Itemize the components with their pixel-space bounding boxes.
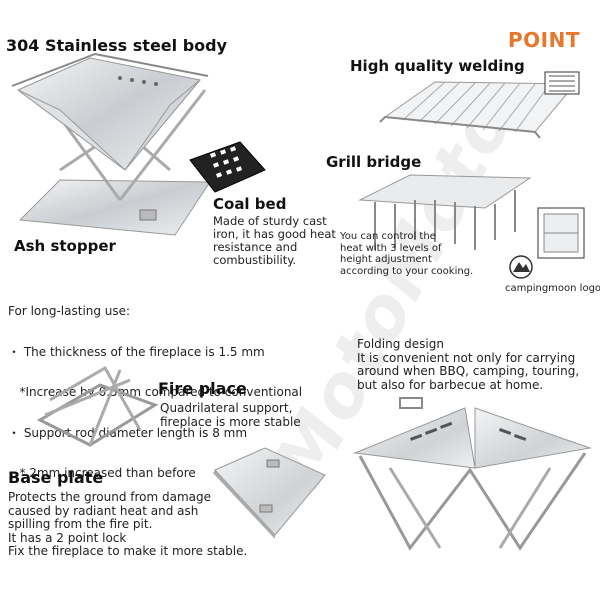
long-lasting-line: * 2mm increased than before <box>8 466 196 480</box>
fire-place-description: Quadrilateral support, fireplace is more… <box>160 401 301 429</box>
campingmoon-logo-icon <box>509 255 533 279</box>
fire-place-line: fireplace is more stable <box>160 414 301 429</box>
height-adjust-note: You can control the heat with 3 levels o… <box>340 231 473 277</box>
folding-line: It is convenient not only for carrying <box>357 350 576 365</box>
grill-net-illustration <box>379 71 580 139</box>
folding-line: Folding design <box>357 337 444 351</box>
folding-design-block: Folding design It is convenient not only… <box>357 337 580 392</box>
campingmoon-logo-label: campingmoon logo <box>505 283 600 294</box>
point-label: POINT <box>508 28 580 52</box>
height-note-line: height adjustment <box>340 254 432 265</box>
base-plate-illustration <box>213 447 326 539</box>
grill-bridge-title: Grill bridge <box>326 153 422 171</box>
base-plate-line: caused by radiant heat and ash <box>8 503 199 518</box>
coal-bed-description: Made of sturdy cast iron, it has good he… <box>213 215 336 267</box>
long-lasting-line: ・ The thickness of the fireplace is 1.5 … <box>8 344 265 359</box>
base-plate-line: Protects the ground from damage <box>8 490 212 504</box>
base-plate-line: It has a 2 point lock <box>8 530 127 545</box>
fire-place-frame-illustration <box>36 365 159 447</box>
coal-bed-line: Made of sturdy cast <box>213 214 327 228</box>
page-title: 304 Stainless steel body <box>6 36 228 55</box>
base-plate-description: Protects the ground from damage caused b… <box>8 490 248 559</box>
coal-bed-grate-icon <box>189 141 266 193</box>
coal-bed-line: resistance and <box>213 240 298 254</box>
folded-fire-pit-illustration <box>353 397 592 551</box>
long-lasting-intro: For long-lasting use: <box>8 304 131 318</box>
height-note-line: heat with 3 levels of <box>340 242 442 254</box>
ash-stopper-title: Ash stopper <box>14 237 116 255</box>
height-note-line: You can control the <box>340 231 436 242</box>
welding-title: High quality welding <box>350 57 525 75</box>
coal-bed-line: combustibility. <box>213 253 297 267</box>
folding-line: but also for barbecue at home. <box>357 377 544 392</box>
fire-pit-illustration <box>11 52 211 236</box>
grill-bridge-detail-icon <box>537 207 585 259</box>
long-lasting-block: For long-lasting use: ・ The thickness of… <box>8 278 302 494</box>
grill-bridge-illustration <box>358 174 532 250</box>
coal-bed-title: Coal bed <box>213 195 287 213</box>
base-plate-line: Fix the fireplace to make it more stable… <box>8 544 248 558</box>
base-plate-title: Base plate <box>8 468 104 487</box>
folding-line: around when BBQ, camping, touring, <box>357 364 580 378</box>
coal-bed-line: iron, it has good heat <box>213 227 336 241</box>
height-note-line: according to your cooking. <box>340 265 474 277</box>
fire-place-line: Quadrilateral support, <box>160 401 293 415</box>
base-plate-line: spilling from the fire pit. <box>8 517 153 531</box>
fire-place-title: Fire place <box>158 379 247 398</box>
